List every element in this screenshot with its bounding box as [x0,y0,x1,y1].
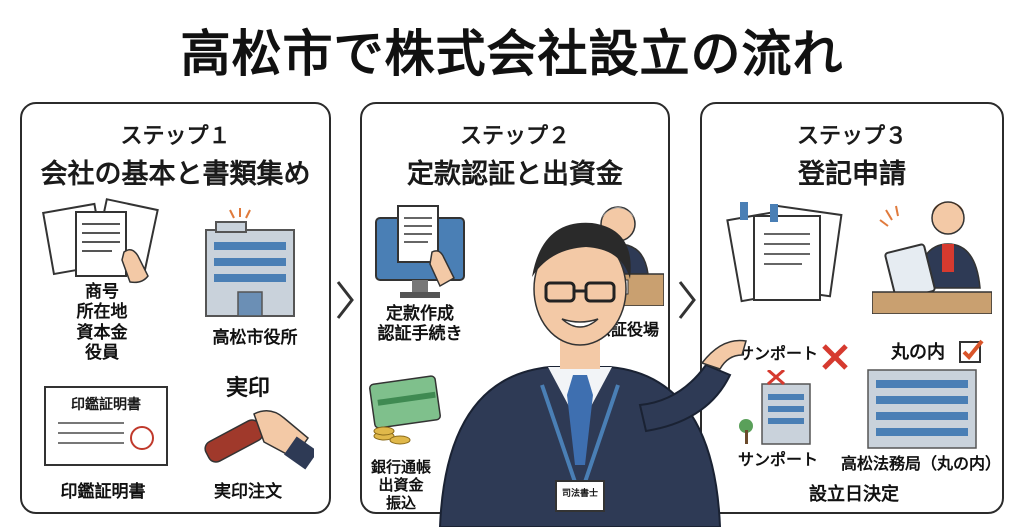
red-cross-icon [822,344,848,370]
step-3-panel: ステップ３ 登記申請 サンポート サンポート 丸の内 高松法務局（ [700,102,1004,514]
articles-item: 認証手続き [377,324,463,345]
step-2-title: 定款認証と出資金 [407,159,623,190]
chevron-right-icon [336,281,354,319]
clipped-documents-icon [726,202,843,303]
company-info-list: 商号 所在地 資本金 役員 [66,282,138,364]
registration-clerk-icon [872,201,992,314]
seal-certificate-document: 印鑑証明書 [44,386,168,466]
bank-item: 出資金 [378,476,424,494]
bank-item: 振込 [385,494,416,512]
company-info-item: 役員 [85,343,119,364]
step-3-label: ステップ３ [796,124,907,149]
marunouchi-heading: 丸の内 [891,342,945,363]
checkbox-checked-icon [959,339,984,363]
company-info-item: 商号 [85,282,119,302]
step-1-panel: ステップ１ 会社の基本と書類集め 商号 所在地 資本金 役員 高松市役所 印鑑証… [20,102,331,514]
red-stamp-icon [130,426,154,450]
page-title: 高松市で株式会社設立の流れ [180,25,844,83]
step-2-label: ステップ２ [459,124,570,149]
city-office-label: 高松市役所 [212,328,298,348]
articles-item: 定款作成 [386,304,454,324]
bankbook-money-icon [369,375,441,445]
legal-bureau-building-icon [867,369,977,449]
seal-stamp-icon [204,410,314,470]
sunport-heading: サンポート [737,344,818,363]
articles-list: 定款作成 認証手続き [370,304,470,345]
step-1-title: 会社の基本と書類集め [40,159,311,190]
chevron-right-icon [678,281,696,319]
seal-certificate-doc-title: 印鑑証明書 [71,397,141,413]
bank-list: 銀行通帳 出資金 振込 [366,458,436,512]
jitsuin-heading: 実印 [225,376,270,401]
step-3-title: 登記申請 [798,159,906,190]
sunport-building-icon [739,370,811,445]
sunport-caption: サンポート [737,450,818,469]
legal-bureau-label: 高松法務局（丸の内） [840,454,1001,473]
documents-icon [42,198,159,284]
computer-monitor-icon [375,205,465,298]
presenter-figure [438,222,747,527]
establishment-date-label: 設立日決定 [809,484,899,505]
seal-certificate-label: 印鑑証明書 [60,482,146,502]
city-office-building-icon [205,208,295,317]
jitsuin-caption: 実印注文 [214,482,282,502]
step-1-label: ステップ１ [120,124,231,149]
presenter-badge: 司法書士 [561,489,598,499]
company-info-item: 資本金 [76,322,128,343]
bank-item: 銀行通帳 [370,458,431,476]
company-info-item: 所在地 [76,302,128,323]
